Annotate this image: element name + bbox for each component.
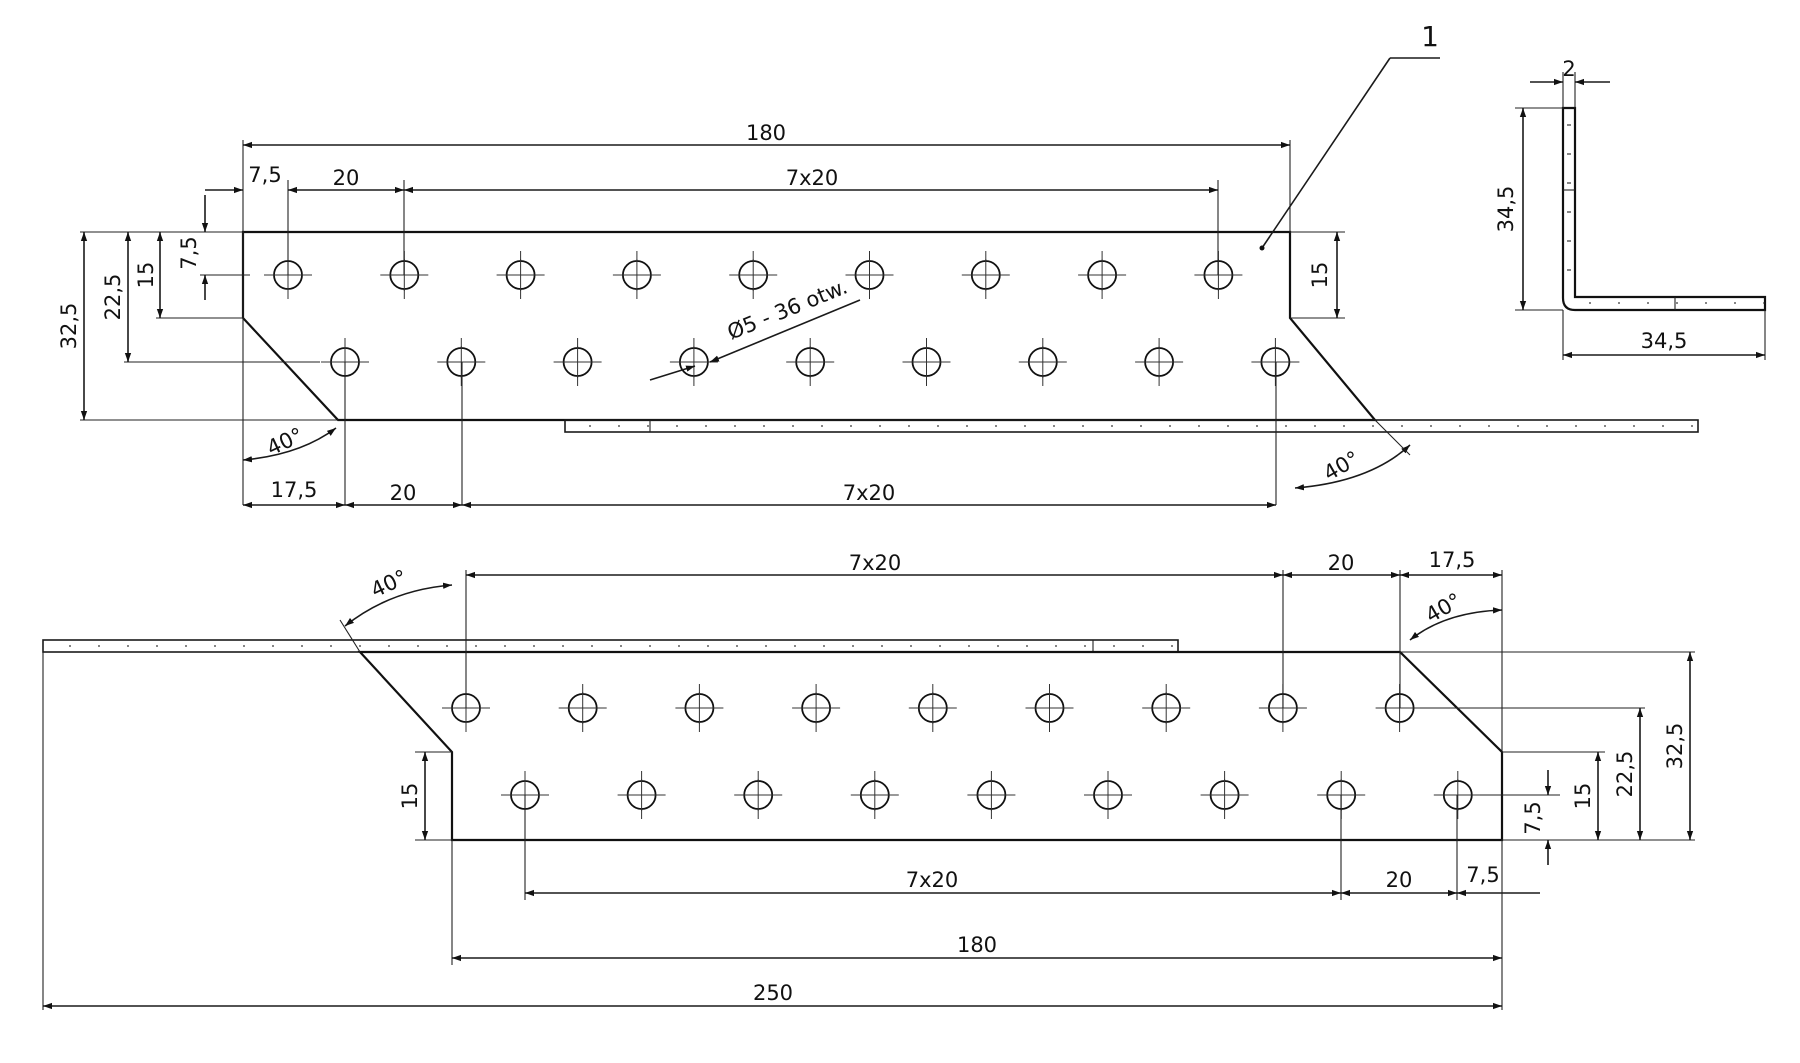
- top-flange-ticks: [589, 425, 1693, 428]
- dim-20-bottom-bottom: 20: [1386, 868, 1413, 892]
- dim-7-5-bottom-right: 7,5: [1521, 801, 1545, 834]
- bottom-flange-strip: [42, 639, 1179, 653]
- dim-22-5-bottom-right: 22,5: [1613, 751, 1637, 798]
- top-hole-row-2: [321, 338, 1300, 386]
- dim-34-5-width: 34,5: [1641, 329, 1688, 353]
- bottom-hole-row-2: [501, 771, 1482, 819]
- side-horizontal-ticks: [1589, 302, 1765, 305]
- dim-20-bottom: 20: [390, 481, 417, 505]
- dim-15-bottom-right: 15: [1571, 783, 1595, 810]
- dim-7x20-bottom-top: 7x20: [849, 551, 902, 575]
- dim-7-5-top: 7,5: [248, 163, 281, 187]
- dim-180-bottom: 180: [957, 933, 997, 957]
- dim-thickness: 2: [1562, 57, 1575, 81]
- dim-180-top: 180: [746, 121, 786, 145]
- angle-right-bottom: 40°: [1421, 588, 1465, 627]
- angle-left-top: 40°: [263, 423, 307, 460]
- dim-15-bottom-left: 15: [398, 783, 422, 810]
- top-view: 180 7,5 20 7x20 32,5 22,5 15 7,5 15 17,5…: [57, 20, 1699, 509]
- dim-15-right: 15: [1308, 262, 1332, 289]
- dim-34-5-height: 34,5: [1494, 186, 1518, 233]
- bottom-flange-ticks: [69, 645, 1173, 648]
- dim-7-5-left: 7,5: [177, 236, 201, 269]
- angle-left-bottom: 40°: [367, 565, 411, 602]
- dim-17-5-bottom-top: 17,5: [1429, 548, 1476, 572]
- bottom-plate-outline: [357, 650, 1504, 842]
- angle-right-top: 40°: [1319, 446, 1363, 485]
- dim-7-5-bottom-bottom: 7,5: [1466, 863, 1499, 887]
- part-number-label: 1: [1421, 20, 1439, 53]
- bottom-view: 7x20 20 17,5 40° 40° 15 7,5 15 22,5 32,5…: [42, 548, 1695, 1010]
- side-vertical-ticks: [1563, 124, 1575, 271]
- dim-20-bottom-top: 20: [1328, 551, 1355, 575]
- dim-7x20-bottom-bottom: 7x20: [906, 868, 959, 892]
- dim-15-left: 15: [134, 262, 158, 289]
- top-plate-outline: [241, 230, 1378, 422]
- dim-17-5-bottom: 17,5: [271, 478, 318, 502]
- dim-32-5-left: 32,5: [57, 303, 81, 350]
- dim-32-5-bottom-right: 32,5: [1663, 723, 1687, 770]
- l-profile-outline: [1561, 106, 1767, 312]
- dim-22-5-left: 22,5: [101, 274, 125, 321]
- dim-20-top: 20: [333, 166, 360, 190]
- dim-7x20-top: 7x20: [786, 166, 839, 190]
- dim-7x20-bottom: 7x20: [843, 481, 896, 505]
- dim-250-bottom: 250: [753, 981, 793, 1005]
- top-flange-strip: [564, 419, 1699, 433]
- side-view: 2 34,5 34,5: [1494, 57, 1767, 360]
- bottom-hole-row-1: [442, 684, 1424, 732]
- top-hole-row-1: [264, 251, 1243, 299]
